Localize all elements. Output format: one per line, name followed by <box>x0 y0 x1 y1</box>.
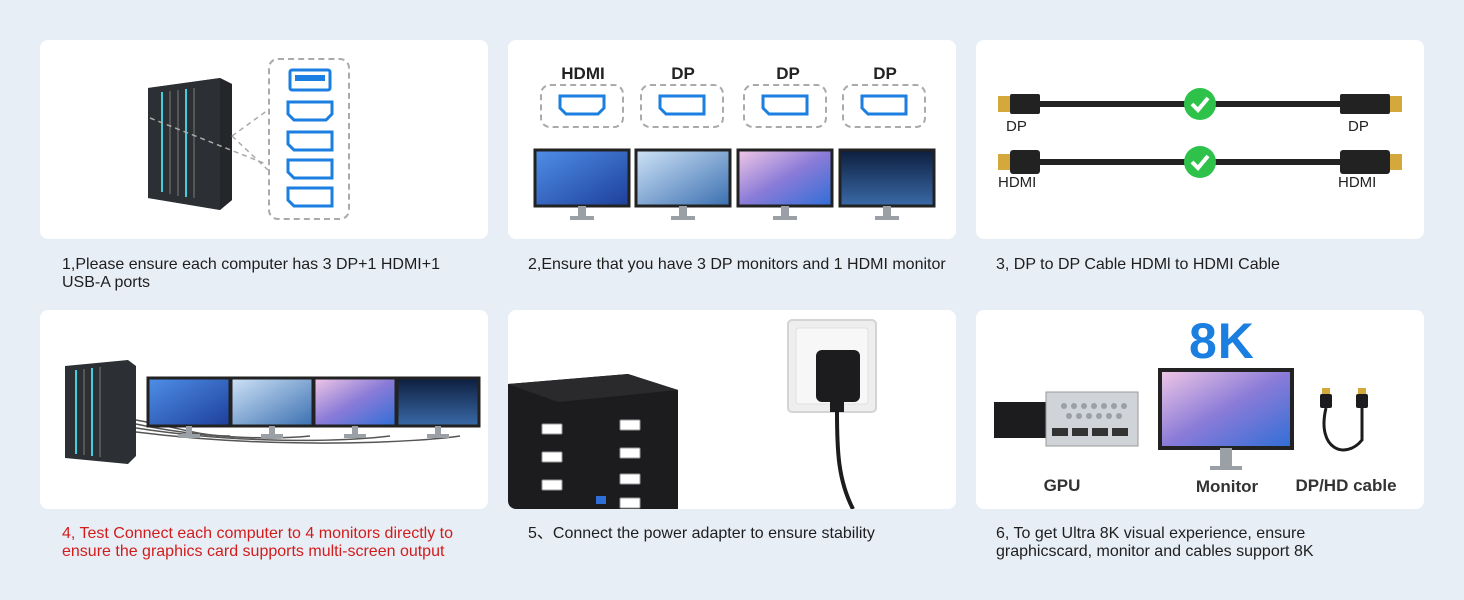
port-bubble-dp-3 <box>842 84 926 128</box>
step1-card <box>40 40 488 239</box>
step3-caption: 3, DP to DP Cable HDMl to HDMI Cable <box>996 256 1280 273</box>
port-label-hdmi: HDMI <box>561 64 605 83</box>
step3-card: DP DP HDMI HDMI <box>976 40 1424 239</box>
ports-icons <box>286 68 334 208</box>
cable-icons <box>998 88 1402 178</box>
step5-caption: 5、Connect the power adapter to ensure st… <box>528 525 875 542</box>
label-cable: DP/HD cable <box>1295 476 1397 495</box>
cable-label-hdmi-right: HDMI <box>1338 174 1377 191</box>
pc-tower-icon <box>148 78 269 210</box>
step6-caption: 6, To get Ultra 8K visual experience, en… <box>996 525 1314 560</box>
step4-caption: 4, Test Connect each computer to 4 monit… <box>62 525 454 560</box>
cable-label-dp-right: DP <box>1348 118 1369 135</box>
kvm-power-adapter-icon <box>508 319 877 509</box>
step5-card <box>508 310 956 509</box>
step2-caption: 2,Ensure that you have 3 DP monitors and… <box>528 256 946 273</box>
step4-card <box>40 310 488 509</box>
port-label-dp-3: DP <box>873 64 897 83</box>
cable-label-hdmi-left: HDMI <box>998 174 1037 191</box>
step1-caption: 1,Please ensure each computer has 3 DP+1… <box>62 256 440 291</box>
step2-card: HDMI DP DP DP <box>508 40 956 239</box>
port-label-dp-2: DP <box>776 64 800 83</box>
port-label-dp-1: DP <box>671 64 695 83</box>
ports-bubble <box>268 58 350 220</box>
label-monitor: Monitor <box>1195 477 1259 496</box>
cable-label-dp-left: DP <box>1006 118 1027 135</box>
label-gpu: GPU <box>1043 476 1081 495</box>
step6-card: 8K GPU Monitor DP/HD cable <box>976 310 1424 509</box>
port-bubble-dp-2 <box>743 84 827 128</box>
gpu-monitor-cable-icons <box>994 368 1368 470</box>
port-bubble-dp-1 <box>640 84 724 128</box>
pc-four-monitors-icon <box>65 360 481 464</box>
port-icons <box>533 94 936 220</box>
port-bubble-hdmi <box>540 84 624 128</box>
8k-badge: 8K <box>1189 313 1255 369</box>
